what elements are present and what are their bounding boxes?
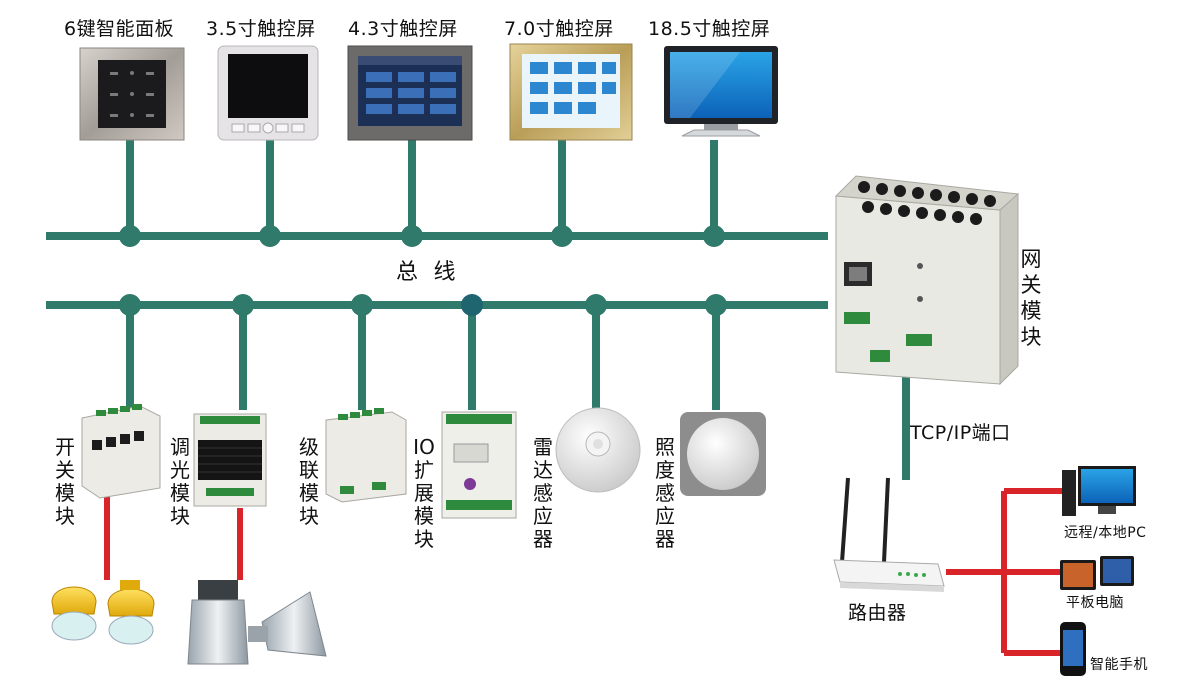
label-dimming-module: 调光模块 <box>170 435 190 528</box>
explosion-proof-lamps-image <box>51 580 155 645</box>
touchscreen-3-5-image <box>217 45 319 141</box>
label-illuminance-sensor: 照度感应器 <box>655 435 675 551</box>
bottom-bus-nodes <box>119 294 727 316</box>
label-touchscreen-7-0: 7.0寸触控屏 <box>504 18 614 40</box>
label-radar-sensor: 雷达感应器 <box>533 435 553 551</box>
label-touchscreen-3-5: 3.5寸触控屏 <box>206 18 316 40</box>
radar-sensor-image <box>555 407 641 493</box>
dimming-module-image <box>193 413 267 507</box>
label-io-expansion-module: IO扩展模块 <box>413 435 435 551</box>
illuminance-sensor-image <box>680 412 766 496</box>
label-tablet: 平板电脑 <box>1066 595 1124 611</box>
smartphone-image <box>1060 622 1086 676</box>
tablet-image <box>1060 556 1134 590</box>
cascade-module-image <box>325 408 407 503</box>
touchscreen-18-5-image <box>664 46 778 137</box>
label-bus: 总 线 <box>396 260 456 285</box>
label-six-key-panel: 6键智能面板 <box>64 18 175 40</box>
touchscreen-4-3-image <box>347 45 473 141</box>
touchscreen-7-0-image <box>509 43 633 141</box>
label-router: 路由器 <box>848 602 907 624</box>
label-switch-module: 开关模块 <box>55 435 75 528</box>
label-touchscreen-18-5: 18.5寸触控屏 <box>648 18 771 40</box>
router-image <box>833 477 945 592</box>
client-wires <box>946 488 1062 656</box>
six-key-panel-image <box>79 47 185 141</box>
io-expansion-module-image <box>441 411 517 519</box>
bottom-bus <box>46 301 910 480</box>
label-cascade-module: 级联模块 <box>299 435 319 528</box>
label-pc: 远程/本地PC <box>1064 525 1147 541</box>
pc-image <box>1062 466 1136 516</box>
label-touchscreen-4-3: 4.3寸触控屏 <box>348 18 458 40</box>
label-tcp-ip-port: TCP/IP端口 <box>910 422 1011 444</box>
top-bus-nodes <box>119 225 725 247</box>
top-bus <box>46 140 828 240</box>
high-bay-lamps-image <box>187 580 327 665</box>
label-smartphone: 智能手机 <box>1090 657 1148 673</box>
gateway-module-image <box>834 175 1020 386</box>
label-gateway-module: 网关模块 <box>1020 247 1042 349</box>
switch-module-image <box>81 404 161 499</box>
load-wires <box>104 492 243 580</box>
